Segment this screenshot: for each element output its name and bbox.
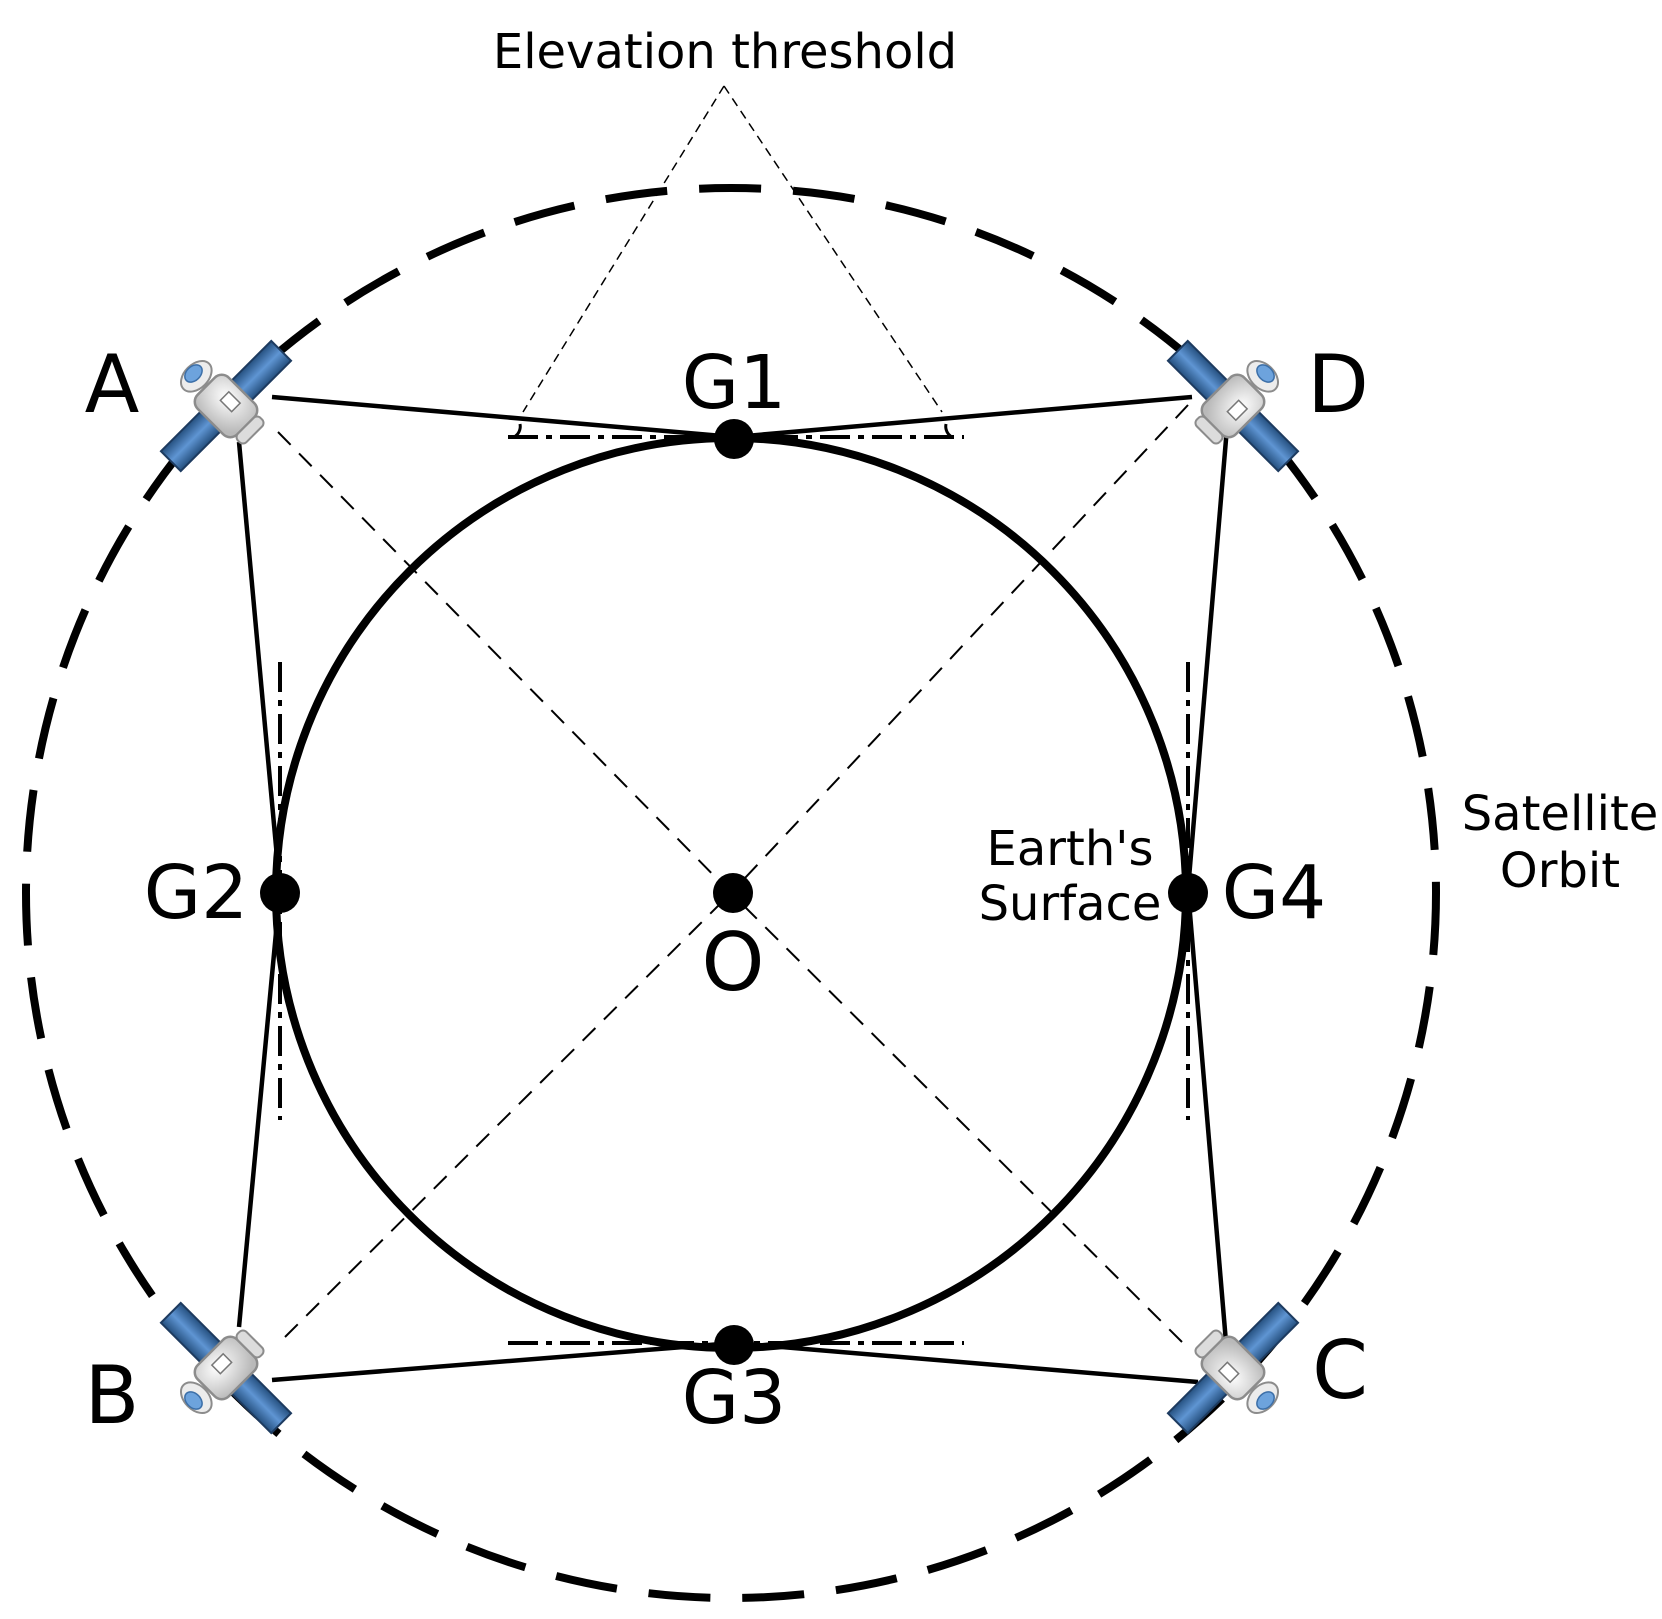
ground-station-g3-dot (714, 1325, 754, 1365)
center-point-o-dot (713, 873, 753, 913)
satellite-icon-a (131, 311, 311, 491)
center-label-o: O (702, 916, 765, 1009)
satellite-orbit (22, 184, 1440, 1602)
satellite-label-d: D (1307, 338, 1369, 431)
satellite-icon-d (1148, 311, 1328, 491)
satellite-label-c: C (1312, 1324, 1368, 1417)
elevation-angle-arcs (513, 423, 953, 439)
ground-points (260, 419, 1208, 1365)
center-lines (277, 404, 1189, 1343)
ground-station-label-g4: G4 (1222, 850, 1326, 936)
satellite-orbit-label-line2: Orbit (1500, 843, 1620, 899)
ground-station-label-g3: G3 (682, 1355, 786, 1441)
ground-station-g4-dot (1168, 873, 1208, 913)
earth-surface-label-line1: Earth's (987, 821, 1154, 877)
satellite-orbit-label-line1: Satellite (1462, 786, 1659, 842)
satellite-icon-b (131, 1283, 311, 1463)
earth-surface-label-line2: Surface (979, 876, 1162, 932)
ground-station-g2-dot (260, 873, 300, 913)
satellite-links (236, 391, 1233, 1391)
elevation-threshold-label: Elevation threshold (493, 24, 957, 80)
satellite-label-b: B (85, 1349, 140, 1442)
ground-station-g1-dot (714, 419, 754, 459)
ground-station-label-g2: G2 (144, 850, 248, 936)
satellite-label-a: A (85, 338, 140, 431)
ground-station-label-g1: G1 (682, 340, 786, 426)
elevation-callout-lines (522, 85, 943, 413)
